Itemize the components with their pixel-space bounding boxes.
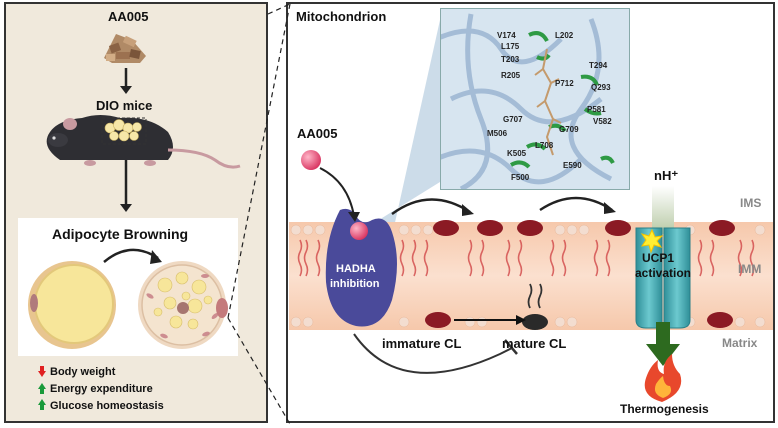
residue-l175: L175 (501, 42, 520, 51)
mitochondrion-title: Mitochondrion (296, 9, 387, 24)
arrow-head-icon (150, 250, 162, 264)
immature-cl-label: immature CL (382, 336, 462, 351)
residue-l708: L708 (535, 141, 554, 150)
right-compound-label: AA005 (297, 126, 338, 141)
mature-cl-icon (522, 283, 548, 330)
residue-r205: R205 (501, 71, 521, 80)
residue-g709: G709 (559, 125, 579, 134)
effect-energy-expenditure: Energy expenditure (50, 383, 153, 395)
bound-compound-icon (350, 222, 368, 240)
beige-adipocyte-icon (138, 261, 228, 349)
effect-glucose-homeostasis: Glucose homeostasis (50, 400, 164, 412)
matrix-label: Matrix (722, 336, 758, 350)
hadha-label: HADHA (336, 263, 376, 275)
residue-g707: G707 (503, 115, 523, 124)
residue-l202: L202 (555, 31, 574, 40)
residue-m506: M506 (487, 129, 508, 138)
lipid-tails (297, 239, 755, 277)
effect-body-weight: Body weight (50, 366, 116, 378)
activation-star-icon (640, 228, 664, 254)
protein-ribbon-graphic (441, 13, 615, 189)
up-arrow-icon (38, 383, 46, 389)
fat-region-box (101, 117, 147, 145)
inset-projection (366, 20, 440, 236)
down-arrow-icon (38, 371, 46, 377)
white-adipocyte-icon (28, 261, 116, 349)
hadha-protein (325, 208, 397, 327)
compound-pile-icon (104, 34, 146, 63)
residue-t203: T203 (501, 55, 520, 64)
zoom-connector (227, 317, 291, 425)
protein-structure-inset: V174 L175 T203 R205 L202 T294 Q293 P712 … (440, 8, 630, 190)
compound-ball-icon (301, 150, 321, 170)
up-arrow-icon (38, 399, 46, 405)
mature-cl-label: mature CL (502, 336, 567, 351)
browning-title: Adipocyte Browning (52, 226, 189, 242)
proton-label: nH⁺ (654, 168, 679, 183)
model-label: DIO mice (96, 98, 153, 113)
proton-flow (652, 186, 674, 234)
cl-transfer-arrow (539, 196, 613, 211)
zoom-connector (227, 3, 291, 319)
imm-label: IMM (738, 262, 762, 276)
inhibition-line (353, 333, 513, 374)
matrix-flow (656, 322, 670, 346)
residue-f500: F500 (511, 173, 530, 182)
residue-v174: V174 (497, 31, 516, 40)
cardiolipin-heads (425, 220, 735, 328)
lipid-heads (290, 224, 766, 328)
fat-pad-icon (104, 119, 142, 142)
arrow-head-icon (348, 212, 360, 222)
arrow-head-icon (120, 204, 132, 212)
thermogenesis-label: Thermogenesis (620, 402, 709, 416)
ucp1-activation-label: activation (635, 266, 692, 280)
down-arrow-icon (646, 344, 680, 366)
residue-k505: K505 (507, 149, 527, 158)
hadha-inhibition-label: inhibition (330, 278, 380, 290)
zoom-connector (267, 3, 291, 15)
left-compound-label: AA005 (108, 9, 149, 24)
ims-label: IMS (740, 196, 762, 210)
ucp1-subunit (663, 227, 691, 329)
residue-p712: P712 (555, 79, 574, 88)
residue-e590: E590 (563, 161, 582, 170)
residue-v582: V582 (593, 117, 612, 126)
residue-t294: T294 (589, 61, 608, 70)
arrow-head-icon (120, 86, 132, 94)
flame-icon (644, 354, 682, 402)
ucp1-label: UCP1 (642, 251, 675, 265)
left-panel-graphics (18, 34, 241, 410)
residue-p581: P581 (587, 105, 606, 114)
residue-q293: Q293 (591, 83, 611, 92)
